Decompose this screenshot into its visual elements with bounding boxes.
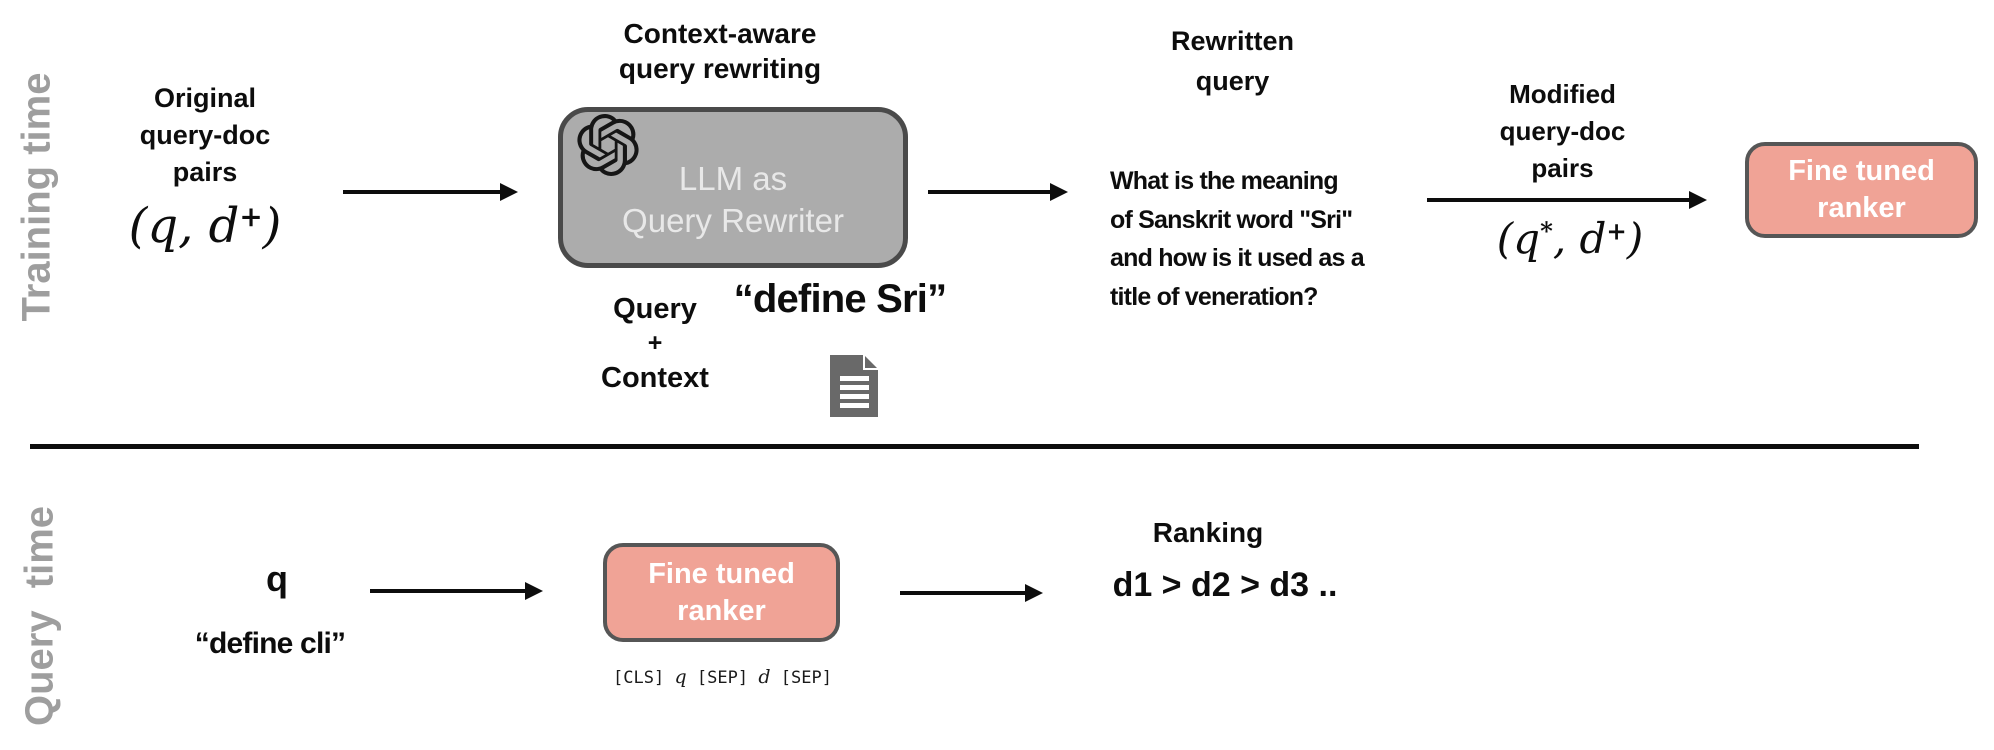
rewritten-query-title-line: query xyxy=(1195,66,1270,96)
document-icon xyxy=(830,355,878,417)
original-pairs-math: (q, d+) xyxy=(128,198,282,254)
modified-pairs-title-line: pairs xyxy=(1531,153,1594,183)
section-divider xyxy=(30,444,1919,449)
modified-pairs-title: Modified query-doc pairs xyxy=(1460,76,1665,187)
ranker-box-line: ranker xyxy=(1817,192,1906,224)
rewritten-query-text-line: What is the meaning xyxy=(1110,167,1339,195)
ranking-title: Ranking xyxy=(1152,517,1264,548)
ranker-box-line: Fine tuned xyxy=(1788,155,1935,187)
fine-tuned-ranker-box-training: Fine tuned ranker xyxy=(1745,142,1978,238)
llm-query-rewriter-box xyxy=(558,107,908,268)
query-plus-context-label: Query + Context xyxy=(590,292,720,396)
rewritten-query-text-line: and how is it used as a xyxy=(1110,244,1365,272)
rewritten-query-text-line: of Sanskrit word "Sri" xyxy=(1110,205,1353,234)
modified-pairs-title-line: Modified xyxy=(1509,79,1616,109)
example-query-sri: “define Sri” xyxy=(733,277,947,321)
query-plus-context-line: Context xyxy=(601,362,709,394)
rewritten-query-text-line: title of veneration? xyxy=(1110,282,1318,311)
rewritten-query-title: Rewritten query xyxy=(1150,21,1315,101)
training-time-row-label: Training time xyxy=(14,72,59,322)
modified-pairs-title-line: query-doc xyxy=(1499,116,1626,146)
query-symbol: q xyxy=(266,558,288,599)
openai-icon xyxy=(577,114,639,176)
llm-box-label: LLM as Query Rewriter xyxy=(558,158,908,242)
original-pairs-title: Original query-doc pairs xyxy=(95,80,315,191)
arrow-pairs-to-llm xyxy=(343,190,500,194)
rewriting-title-line: Context-aware xyxy=(623,18,817,49)
arrow-ranker-to-ranking xyxy=(900,591,1025,595)
original-pairs-title-line: query-doc xyxy=(139,120,271,150)
arrow-query-to-ranker xyxy=(370,589,525,593)
query-plus-context-line: + xyxy=(647,329,663,357)
query-time-row-label: Query time xyxy=(17,505,62,727)
modified-pairs-math: (q*, d+) xyxy=(1496,214,1644,263)
llm-box-label-line: Query Rewriter xyxy=(622,202,844,239)
llm-box-label-line: LLM as xyxy=(678,160,788,197)
ranking-result: d1 > d2 > d3 .. xyxy=(1112,566,1338,604)
rewritten-query-text: What is the meaning of Sanskrit word "Sr… xyxy=(1110,162,1430,316)
original-pairs-title-line: Original xyxy=(153,83,256,113)
arrow-rewritten-to-ranker xyxy=(1427,198,1689,202)
arrow-llm-to-rewritten xyxy=(928,190,1050,194)
example-query-cli: “define cli” xyxy=(194,627,346,660)
ranker-box-line: ranker xyxy=(677,594,766,627)
ranker-box-line: Fine tuned xyxy=(648,557,795,590)
original-pairs-title-line: pairs xyxy=(172,157,238,187)
query-plus-context-line: Query xyxy=(613,293,697,325)
ranker-input-format: [CLS] q [SEP] d [SEP] xyxy=(613,666,832,688)
rewritten-query-title-line: Rewritten xyxy=(1170,26,1295,56)
rewriting-title-line: query rewriting xyxy=(618,53,822,84)
fine-tuned-ranker-box-query: Fine tuned ranker xyxy=(603,543,840,642)
rewriting-title: Context-aware query rewriting xyxy=(585,16,855,86)
